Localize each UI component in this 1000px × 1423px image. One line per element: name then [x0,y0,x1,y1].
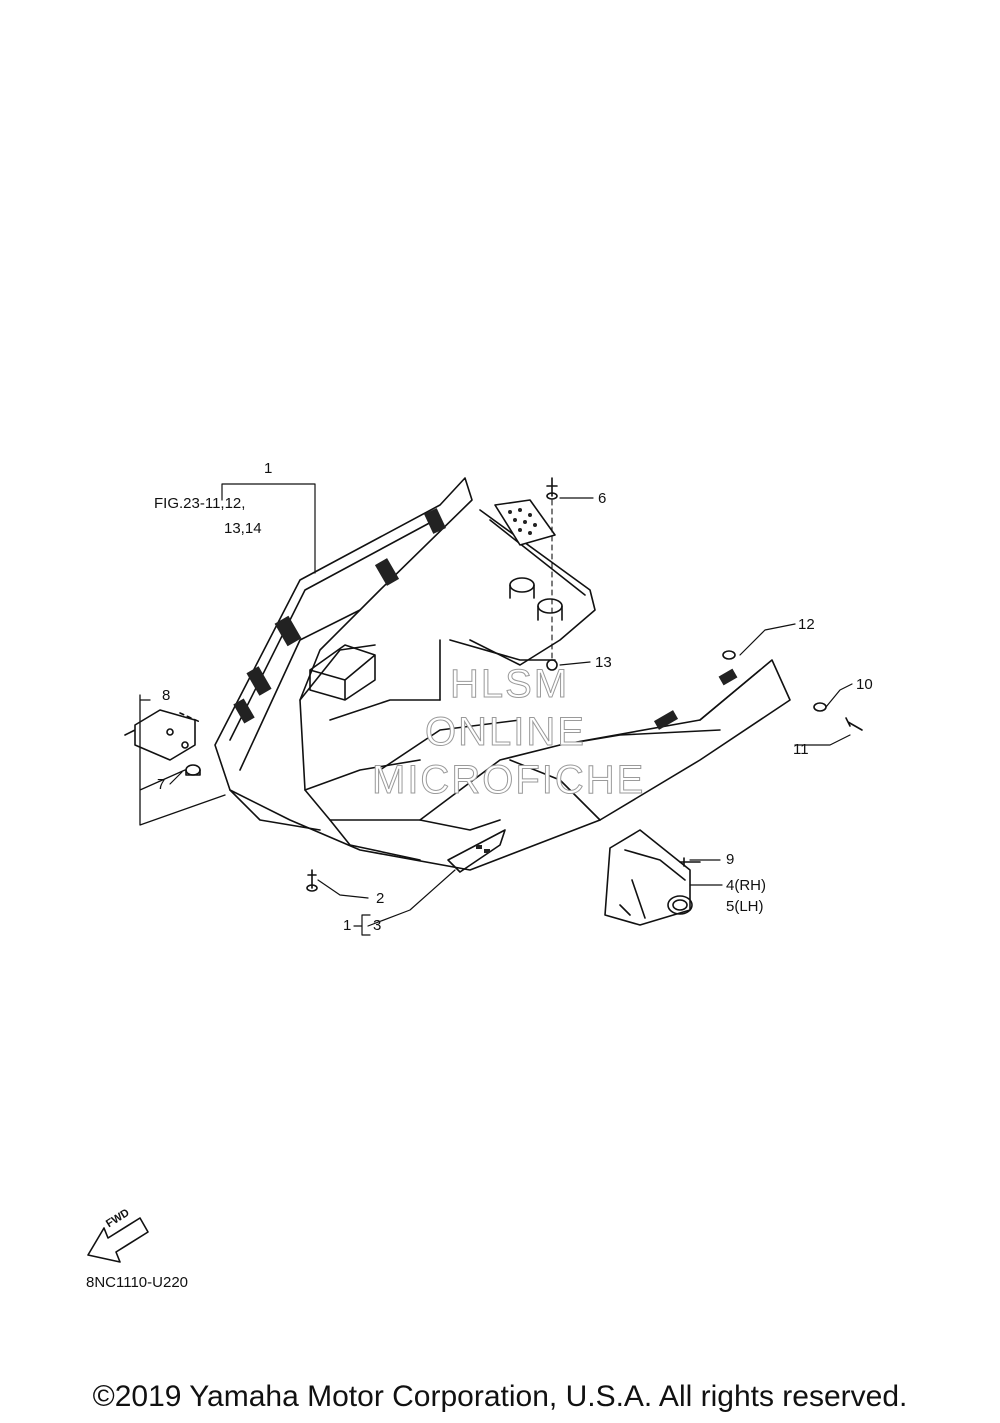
front-fender-part [214,477,791,871]
callout-3-prefix: 1 [343,917,352,934]
rivet-part-2 [306,869,318,892]
callout-6: 6 [598,490,607,507]
callout-12: 12 [798,616,815,633]
callout-4: 4(RH) [726,877,766,894]
watermark-line3: MICROFICHE [371,758,646,802]
watermark-line2: ONLINE [425,710,586,754]
copyright-notice: ©2019 Yamaha Motor Corporation, U.S.A. A… [92,1380,908,1413]
callout-8: 8 [162,687,171,704]
screw-part-9 [679,857,701,867]
diagram-code: 8NC1110-U220 [86,1274,189,1291]
callout-13: 13 [595,654,612,671]
figure-ref-line2: 13,14 [224,520,262,537]
watermark-line1: HLSM [449,662,570,706]
callout-11: 11 [793,741,809,758]
console-box [309,644,376,701]
duct-boot-part [604,829,693,926]
screw-part-7 [185,764,201,776]
callout-3: 3 [373,917,382,934]
screw-part-6 [546,477,558,500]
bolt-part-11 [845,717,863,731]
callout-2: 2 [376,890,385,907]
bracket-part [124,709,196,761]
nut-part-13 [546,659,558,671]
figure-ref-line1: FIG.23-11,12, [154,495,246,512]
mounting-bosses [509,577,563,621]
washer-part-12 [722,650,736,660]
callout-7: 7 [157,776,166,793]
pad-part-3 [447,829,506,873]
washer-part-10 [813,702,827,712]
callout-9: 9 [726,851,735,868]
callout-5: 5(LH) [726,898,764,915]
vent-slots [233,508,738,730]
callout-10: 10 [856,676,873,693]
fwd-arrow-icon [87,1217,149,1263]
callout-1: 1 [264,460,273,477]
